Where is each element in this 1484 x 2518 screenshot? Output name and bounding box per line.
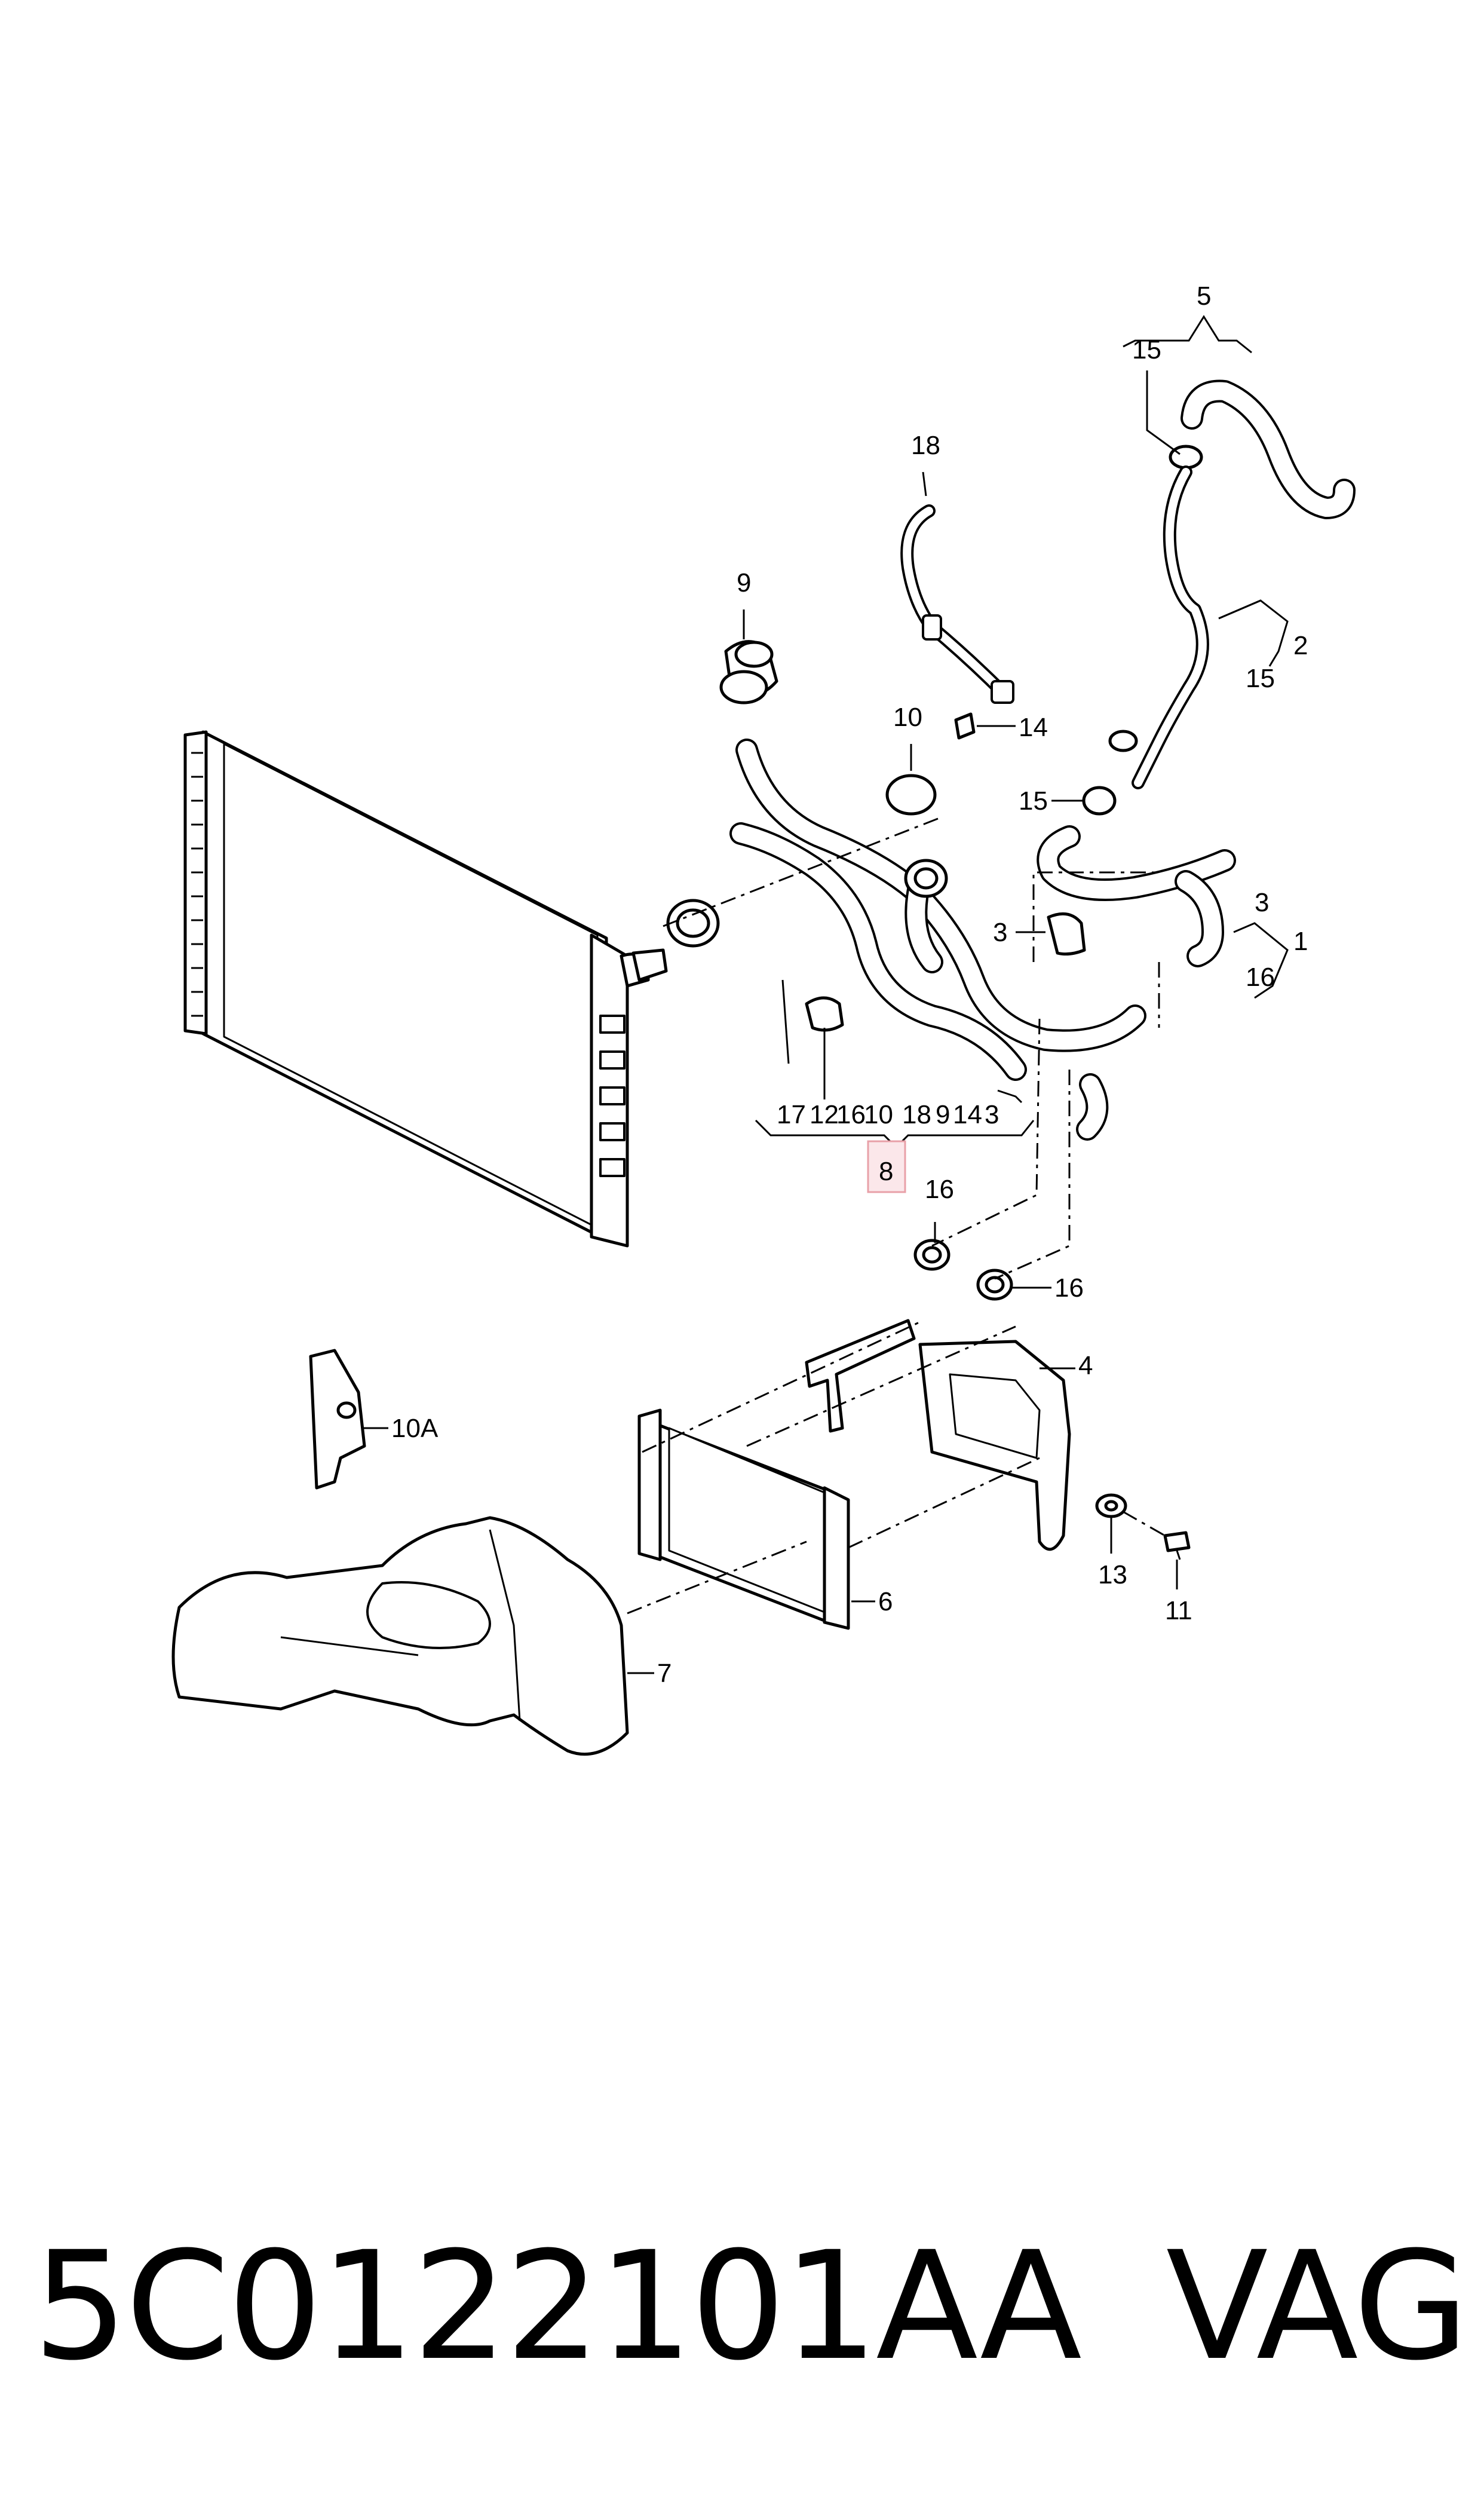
- hose-clamp-15: [1082, 786, 1117, 816]
- group-9: 9: [936, 1100, 950, 1129]
- callout-11: 11: [1165, 1596, 1192, 1625]
- bolt-11: [1163, 1531, 1191, 1560]
- callout-18: 18: [911, 431, 940, 460]
- callout-14: 14: [1019, 713, 1048, 742]
- group-17: 17: [777, 1100, 806, 1129]
- group-14: 14: [953, 1100, 982, 1129]
- callout-8: 8: [879, 1157, 893, 1186]
- callout-10: 10: [893, 703, 922, 732]
- hose-clamp-17: [666, 899, 720, 948]
- callout-4: 4: [1078, 1351, 1093, 1380]
- callout-16-right: 16: [1246, 963, 1275, 992]
- callout-3-clamp: 3: [993, 918, 1007, 947]
- leader-lines: [361, 315, 1289, 1674]
- air-duct-7: [171, 1516, 629, 1756]
- group-16: 16: [836, 1100, 866, 1129]
- highlight-box-8: [867, 1140, 906, 1193]
- callout-16-mid: 16: [925, 1175, 954, 1204]
- callout-15-top: 15: [1132, 335, 1161, 364]
- callout-7: 7: [657, 1659, 672, 1688]
- part-number: 5C0122101AA: [33, 2219, 1082, 2393]
- callout-9: 9: [737, 568, 751, 598]
- group-18: 18: [902, 1100, 931, 1129]
- footer: 5C0122101AA VAG: [33, 2219, 1469, 2393]
- callout-13: 13: [1098, 1560, 1127, 1589]
- callout-16-low: 16: [1054, 1273, 1084, 1303]
- callout-5: 5: [1197, 281, 1211, 311]
- group-10: 10: [864, 1100, 893, 1129]
- callout-15-mid: 15: [1246, 664, 1275, 693]
- callout-1: 1: [1293, 927, 1308, 956]
- hose-clamp-10: [885, 774, 948, 898]
- coolant-hose-assembly: [729, 739, 1146, 1141]
- callout-2: 2: [1293, 631, 1308, 660]
- group-3: 3: [985, 1100, 999, 1129]
- assembly-lines: [627, 817, 1166, 1615]
- washer-13: [1095, 1493, 1127, 1518]
- bleed-hose-18: [900, 504, 1014, 704]
- group-12: 12: [810, 1100, 839, 1129]
- bracket-10A: [309, 1349, 366, 1490]
- radiator: [183, 730, 668, 1248]
- bracket-4: [805, 1319, 1071, 1551]
- coolant-hose-1: [1037, 825, 1236, 967]
- clip-12: [805, 996, 844, 1032]
- hose-clamp-16a: [913, 1239, 951, 1271]
- hose-clamp-3: [1047, 912, 1086, 956]
- hose-clamp-16b: [976, 1269, 1013, 1301]
- clip-14: [954, 712, 976, 740]
- callout-3-right: 3: [1255, 888, 1269, 917]
- callout-15-low: 15: [1019, 786, 1048, 816]
- coolant-hose-5: [1108, 379, 1356, 789]
- callout-10A: 10A: [391, 1414, 439, 1443]
- callout-labels: 5 15 18 9 2 15 10 14 15 3 3 1 16 17 12 1…: [391, 281, 1308, 1688]
- callout-6: 6: [878, 1587, 893, 1616]
- auxiliary-radiator-6: [637, 1408, 850, 1630]
- connector-9: [719, 640, 778, 704]
- brand-name: VAG: [1166, 2219, 1469, 2393]
